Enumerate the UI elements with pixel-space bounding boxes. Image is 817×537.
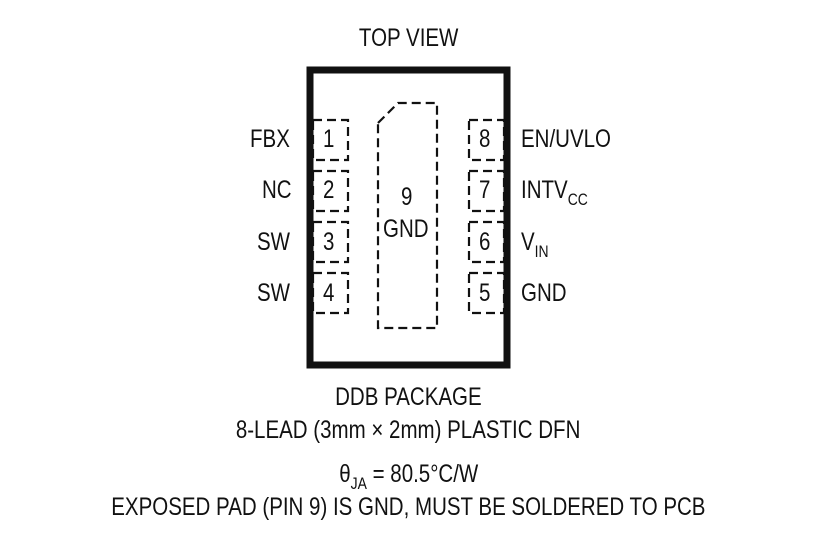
- pin-label-2: NC: [262, 176, 292, 204]
- exposed-pad-number: 9: [401, 183, 413, 211]
- pad-2: [311, 169, 350, 213]
- pad-5: [467, 271, 506, 315]
- exposed-pad-name: GND: [383, 215, 429, 243]
- pad-4: [311, 271, 350, 315]
- pad-3: [311, 220, 350, 264]
- view-title: TOP VIEW: [358, 24, 459, 52]
- pin-label-1: FBX: [250, 125, 290, 153]
- package-body: [306, 66, 511, 369]
- pin-label-3: SW: [257, 228, 291, 256]
- thermal-resistance: θJA = 80.5°C/W: [339, 460, 478, 493]
- pad-1: [311, 118, 350, 162]
- pin-number-7: 7: [479, 176, 491, 204]
- pad-7: [467, 169, 506, 213]
- pin-number-6: 6: [479, 228, 491, 256]
- pin-label-7: INTVCC: [521, 176, 588, 209]
- pin-number-5: 5: [479, 279, 491, 307]
- pad-8: [467, 118, 506, 162]
- pad-6: [467, 220, 506, 264]
- pin-label-8: EN/UVLO: [521, 125, 612, 153]
- pin-number-3: 3: [323, 228, 335, 256]
- package-description: 8-LEAD (3mm × 2mm) PLASTIC DFN: [236, 416, 581, 444]
- exposed-pad: [376, 101, 439, 330]
- pin-number-1: 1: [323, 125, 335, 153]
- pin-number-8: 8: [479, 125, 491, 153]
- pin-label-4: SW: [257, 279, 291, 307]
- pin-label-6: VIN: [521, 228, 549, 261]
- pin-number-2: 2: [323, 176, 335, 204]
- exposed-pad-note: EXPOSED PAD (PIN 9) IS GND, MUST BE SOLD…: [111, 493, 706, 521]
- pin-label-5: GND: [521, 279, 567, 307]
- package-name: DDB PACKAGE: [335, 383, 482, 411]
- pin-number-4: 4: [323, 279, 335, 307]
